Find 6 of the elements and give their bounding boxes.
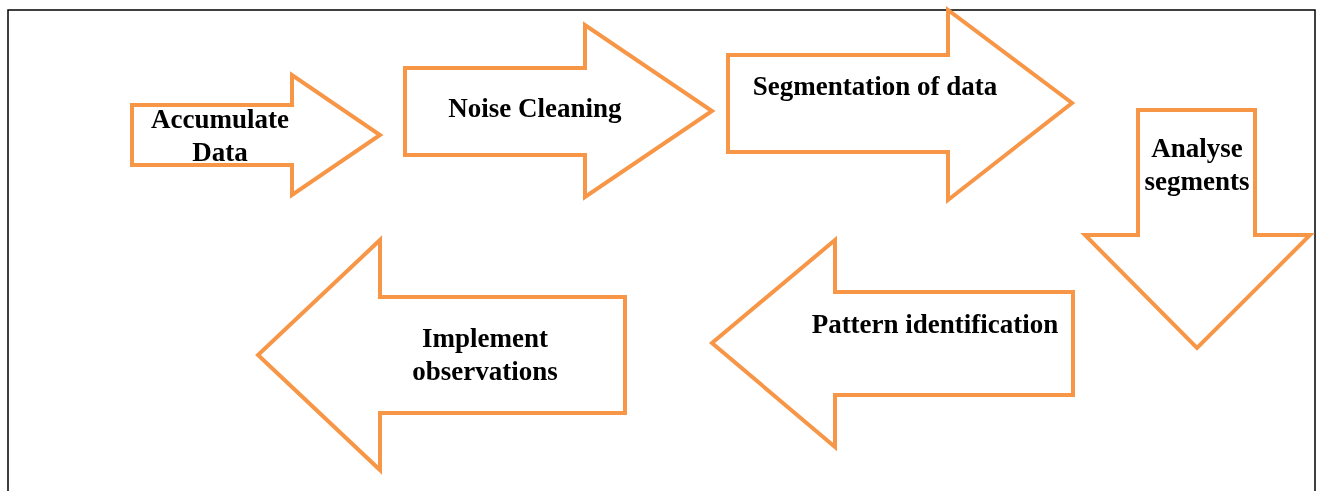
step-label: Segmentation of data bbox=[751, 70, 999, 103]
step-label: Noise Cleaning bbox=[447, 92, 623, 125]
step-label: Pattern identification bbox=[810, 308, 1060, 341]
step-label: Accumulate Data bbox=[150, 103, 290, 169]
step-label: Implement observations bbox=[411, 322, 559, 388]
step-label: Analyse segments bbox=[1143, 132, 1251, 198]
